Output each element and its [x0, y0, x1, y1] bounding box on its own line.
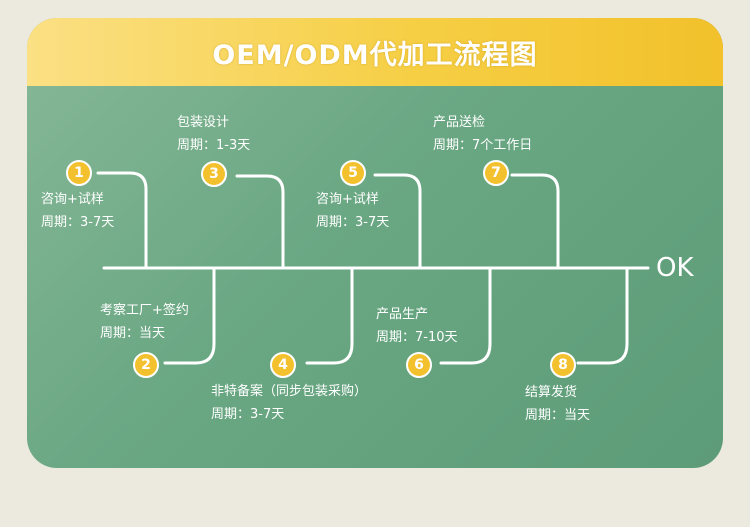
step-8-label: 结算发货 周期：当天 — [525, 381, 590, 427]
branch-step-6 — [439, 266, 492, 365]
step-4-badge: 4 — [270, 352, 296, 378]
title-banner: OEM/ODM代加工流程图 — [27, 18, 723, 86]
step-8-name: 结算发货 — [525, 385, 578, 400]
branch-step-2 — [163, 266, 216, 365]
step-1-badge: 1 — [66, 160, 92, 186]
step-4-period: 周期：3-7天 — [211, 407, 285, 422]
branch-step-5 — [373, 173, 422, 270]
branch-step-8 — [576, 266, 629, 365]
step-2-period: 周期：当天 — [100, 326, 166, 341]
end-label: OK — [656, 253, 694, 283]
step-6-label: 产品生产 周期：7-10天 — [376, 303, 458, 349]
step-2-label: 考察工厂+签约 周期：当天 — [100, 299, 189, 345]
step-8-period: 周期：当天 — [525, 408, 591, 423]
step-3-period: 周期：1-3天 — [177, 138, 251, 153]
step-7-label: 产品送检 周期：7个工作日 — [433, 111, 532, 157]
step-4-label: 非特备案（同步包装采购） 周期：3-7天 — [211, 380, 367, 426]
step-3-name: 包装设计 — [177, 115, 230, 130]
step-5-label: 咨询+试样 周期：3-7天 — [316, 188, 389, 234]
step-1-period: 周期：3-7天 — [41, 215, 115, 230]
step-6-badge: 6 — [406, 352, 432, 378]
branch-step-3 — [235, 174, 285, 270]
branch-step-4 — [305, 266, 354, 365]
step-7-period: 周期：7个工作日 — [433, 138, 533, 153]
step-5-badge: 5 — [340, 160, 366, 186]
step-3-label: 包装设计 周期：1-3天 — [177, 111, 250, 157]
flowchart-card: OEM/ODM代加工流程图 — [27, 18, 723, 468]
step-5-name: 咨询+试样 — [316, 192, 379, 207]
branch-step-7 — [510, 173, 560, 270]
step-1-name: 咨询+试样 — [41, 192, 104, 207]
step-2-name: 考察工厂+签约 — [100, 303, 189, 318]
step-6-name: 产品生产 — [376, 307, 429, 322]
step-7-badge: 7 — [483, 160, 509, 186]
page-title: OEM/ODM代加工流程图 — [212, 39, 538, 71]
step-6-period: 周期：7-10天 — [376, 330, 458, 345]
step-1-label: 咨询+试样 周期：3-7天 — [41, 188, 114, 234]
step-3-badge: 3 — [201, 161, 227, 187]
step-7-name: 产品送检 — [433, 115, 486, 130]
branch-step-1 — [96, 171, 148, 270]
step-8-badge: 8 — [550, 352, 576, 378]
step-2-badge: 2 — [133, 352, 159, 378]
step-4-name: 非特备案（同步包装采购） — [211, 384, 368, 399]
step-5-period: 周期：3-7天 — [316, 215, 390, 230]
